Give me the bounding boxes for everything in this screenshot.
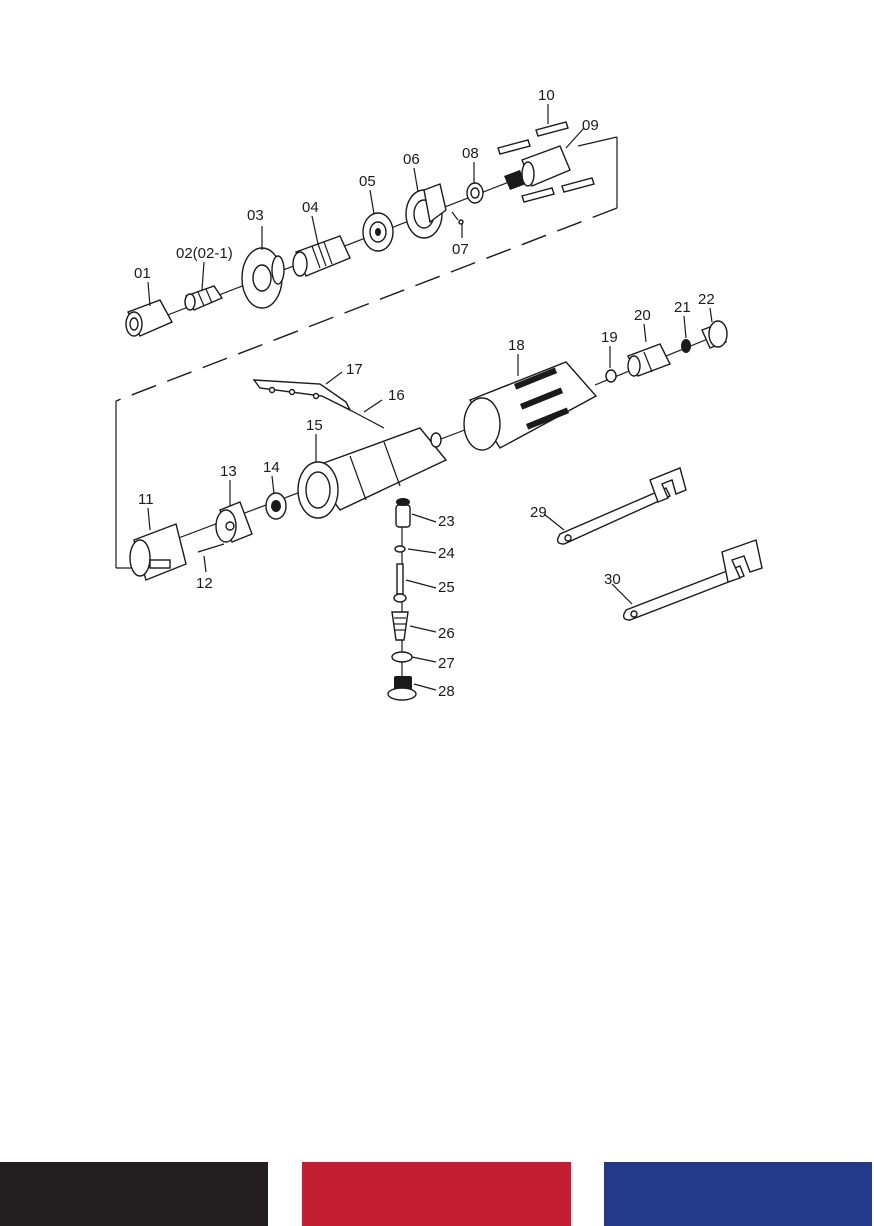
label-06: 06 (403, 151, 420, 168)
label-13: 13 (220, 463, 237, 480)
label-19: 19 (601, 329, 618, 346)
label-25: 25 (438, 579, 455, 596)
label-18: 18 (508, 337, 525, 354)
label-10: 10 (538, 87, 555, 104)
part-09-rotor (504, 146, 570, 190)
part-27-washer (392, 652, 412, 662)
part-07-pin (452, 212, 463, 224)
part-20-air-inlet (628, 344, 670, 376)
footer-bar-blue (604, 1162, 872, 1226)
part-03-flange (242, 248, 284, 308)
label-27: 27 (438, 655, 455, 672)
part-29-wrench (558, 468, 686, 544)
part-02-collet (185, 286, 222, 310)
part-24-o-ring (395, 546, 405, 552)
exploded-parts-diagram: 01 02(02-1) 03 04 05 06 07 08 09 10 11 1… (0, 0, 874, 1160)
part-06-cylinder (406, 184, 446, 238)
label-04: 04 (302, 199, 319, 216)
label-29: 29 (530, 504, 547, 521)
label-02: 02(02-1) (176, 245, 233, 262)
part-12-pin (198, 544, 224, 552)
label-23: 23 (438, 513, 455, 530)
part-15-main-housing (298, 428, 446, 518)
part-26-spring (392, 612, 408, 640)
label-24: 24 (438, 545, 455, 562)
part-01-collet-nut (126, 300, 172, 336)
part-16-lever-pin (350, 410, 384, 428)
part-13-end-plate (216, 502, 252, 542)
part-25-valve-stem (394, 564, 406, 602)
label-26: 26 (438, 625, 455, 642)
part-04-spindle (293, 236, 350, 276)
part-21-o-ring (681, 339, 691, 353)
part-11-nose-housing (130, 524, 186, 580)
part-19-washer (606, 370, 616, 382)
label-21: 21 (674, 299, 691, 316)
label-01: 01 (134, 265, 151, 282)
part-08-ring (467, 183, 483, 203)
label-20: 20 (634, 307, 651, 324)
label-08: 08 (462, 145, 479, 162)
label-16: 16 (388, 387, 405, 404)
label-11: 11 (138, 491, 154, 508)
label-17: 17 (346, 361, 363, 378)
part-30-wrench (624, 540, 762, 620)
footer-bar-black (0, 1162, 268, 1226)
label-22: 22 (698, 291, 715, 308)
label-28: 28 (438, 683, 455, 700)
part-14-bearing (266, 493, 286, 519)
part-05-bearing (363, 213, 393, 251)
label-09: 09 (582, 117, 599, 134)
part-28-plug (388, 676, 416, 700)
part-22-cap (702, 321, 727, 348)
label-03: 03 (247, 207, 264, 224)
label-12: 12 (196, 575, 213, 592)
label-05: 05 (359, 173, 376, 190)
footer-bar-red (302, 1162, 571, 1226)
part-18-grip-sleeve (464, 362, 596, 450)
label-07: 07 (452, 241, 469, 258)
part-17-throttle-lever (254, 380, 350, 410)
callout-labels: 01 02(02-1) 03 04 05 06 07 08 09 10 11 1… (134, 87, 715, 700)
part-23-valve-seat (396, 498, 410, 527)
label-14: 14 (263, 459, 280, 476)
label-30: 30 (604, 571, 621, 588)
label-15: 15 (306, 417, 323, 434)
